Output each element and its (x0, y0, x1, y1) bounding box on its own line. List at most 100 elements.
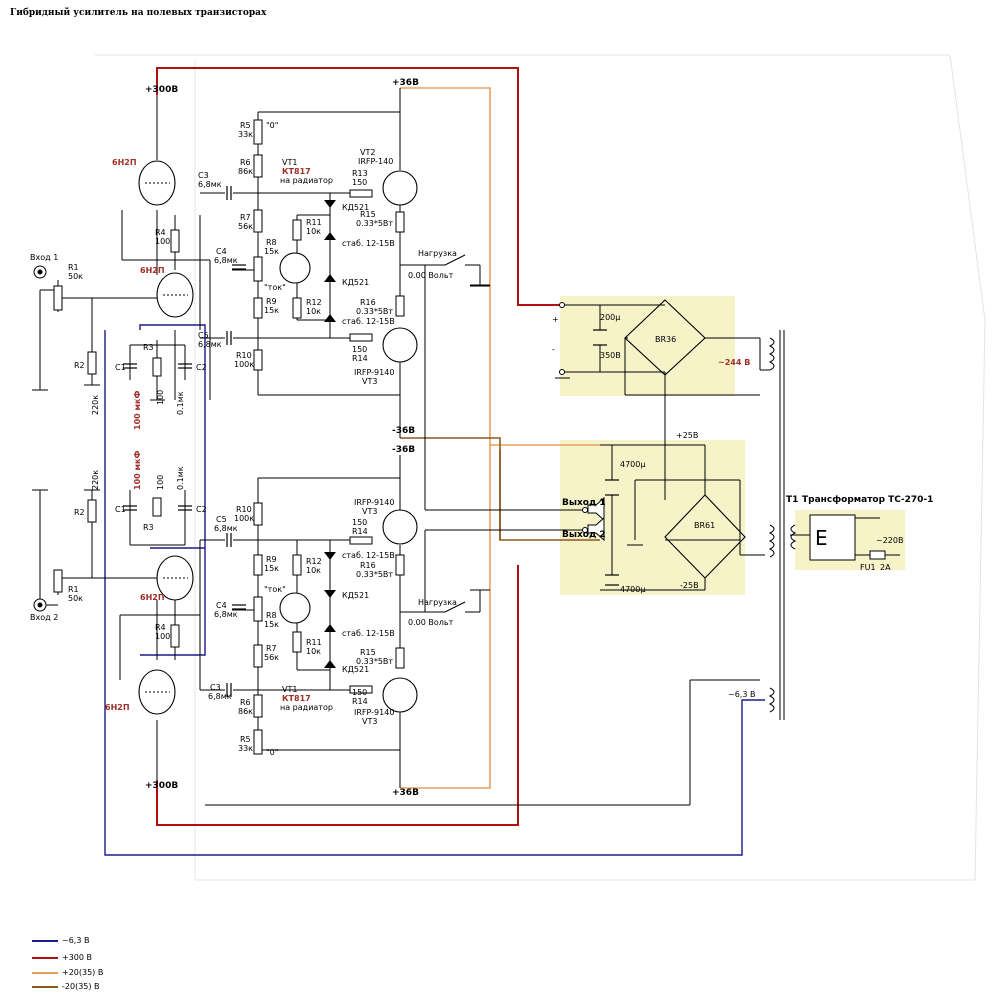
ch2-vt3b: VT3 (362, 717, 377, 726)
psu-t1: T1 (786, 495, 798, 505)
ch1-vt1n: на радиатор (280, 176, 333, 185)
ch1-r16v: 0.33*5Вт (356, 307, 393, 316)
ch1-c2: C2 (196, 363, 207, 372)
ch2-r3: R3 (143, 523, 154, 532)
ch1-r13: R13 (352, 169, 368, 178)
ch2-c5: C5 (216, 515, 227, 524)
ch2-r14b: R14 (352, 697, 368, 706)
ch1-r12v: 10к (306, 307, 321, 316)
ch2-d1: КД521 (342, 591, 369, 600)
ch1-c1: C1 (115, 363, 126, 372)
psu-br1: BR36 (655, 335, 676, 344)
ch1-c5: C5 (198, 331, 209, 340)
ch2-r11v: 10к (306, 647, 321, 656)
ch2-c2v: 0.1мк (176, 466, 185, 490)
ch2-r12v: 10к (306, 566, 321, 575)
psu-hv-highlight (560, 296, 735, 396)
ch1-r3v: 100 (156, 390, 165, 405)
ch2-zero: 0.00 Вольт (408, 618, 454, 627)
ch1-z1: стаб. 12-15В (342, 239, 395, 248)
legend-item: ~6,3 В (32, 936, 89, 945)
filament-rail (104, 324, 765, 856)
ch2-r5z: "0" (266, 748, 278, 757)
ch1-vt2: VT2 (360, 148, 375, 157)
legend-item: +20(35) В (32, 968, 103, 977)
psu-br2: BR61 (694, 521, 715, 530)
psu-out1: Выход 1 (562, 498, 606, 508)
ch1-c5v: 6,8мк (198, 340, 222, 349)
ch2-r3v: 100 (156, 475, 165, 490)
ch2-r9: R9 (266, 555, 277, 564)
psu-pos25: +25В (676, 431, 698, 440)
ch2-c4: C4 (216, 601, 227, 610)
neg-rail (400, 437, 600, 541)
ch2-c3: C3 (210, 683, 221, 692)
ch2-r8t: "ток" (264, 585, 286, 594)
ch2-r14: R14 (352, 527, 368, 536)
psu-minus: - (552, 345, 555, 354)
ch2-c2: C2 (196, 505, 207, 514)
psu-neg25: -25В (680, 581, 699, 590)
ch1-hv-label: +300В (145, 85, 178, 95)
ch1-r8: R8 (266, 238, 277, 247)
ch1-c3v: 6,8мк (198, 180, 222, 189)
ground-symbols (32, 285, 643, 591)
psu-wiring (205, 304, 900, 806)
ch1-vn-label: -36В (392, 426, 415, 436)
ch2-r16: R16 (360, 561, 376, 570)
ch2-r7v: 56к (264, 653, 279, 662)
ch2-load: Нагрузка (418, 598, 457, 607)
ch1-r10v: 100к (234, 360, 254, 369)
ch1-vt1: VT1 (282, 158, 297, 167)
ch2-z1: стаб. 12-15В (342, 551, 395, 560)
ch2-r14v: 150 (352, 518, 367, 527)
legend-item: -20(35) В (32, 982, 100, 991)
psu-out2: Выход 2 (562, 530, 606, 540)
psu-lv-highlight (560, 440, 745, 595)
ch1-r12: R12 (306, 298, 322, 307)
ch2-vt1n: на радиатор (280, 703, 333, 712)
psu-plus: + (552, 315, 559, 324)
ch2-d2: КД521 (342, 665, 369, 674)
legend-swatch-pos (32, 971, 58, 974)
ch2-vt1p: КТ817 (282, 694, 311, 703)
ch2-r5v: 33к (238, 744, 253, 753)
ch1-r11v: 10к (306, 227, 321, 236)
psu-cap-b: 4700µ (620, 585, 645, 594)
ch1-r5: R5 (240, 121, 251, 130)
ch2-r10v: 100к (234, 514, 254, 523)
ch2-r10: R10 (236, 505, 252, 514)
psu-cap-hv-v: 350В (600, 351, 621, 360)
ch1-d1: КД521 (342, 203, 369, 212)
speaker-symbols (587, 496, 605, 542)
psu-transformer: Трансформатор ТС-270-1 (802, 495, 933, 505)
ch1-r8t: "ток" (264, 283, 286, 292)
ch2-r1: R1 (68, 585, 79, 594)
ch2-r6: R6 (240, 698, 251, 707)
passive-components (53, 119, 886, 755)
ch2-r5: R5 (240, 735, 251, 744)
ch1-r13v: 150 (352, 178, 367, 187)
psu-fuse: FU1 (860, 563, 876, 572)
ch2-c4v: 6,8мк (214, 610, 238, 619)
ch2-tube2-label: 6Н2П (105, 703, 130, 712)
ch1-c4: C4 (216, 247, 227, 256)
psu-cap-a: 4700µ (620, 460, 645, 469)
tube-symbols (138, 160, 194, 715)
ch1-r7: R7 (240, 213, 251, 222)
psu-ac-hv: ~244 В (718, 358, 750, 367)
ch2-input-label: Вход 2 (30, 613, 58, 622)
terminal-dots (559, 302, 588, 533)
ch1-c2v: 0.1мк (176, 391, 185, 415)
ch2-r4: R4 (155, 623, 166, 632)
ch2-r11: R11 (306, 638, 322, 647)
ch2-r8v: 15к (264, 620, 279, 629)
page-title: Гибридный усилитель на полевых транзисто… (10, 8, 267, 18)
ch1-r15v: 0.33*5Вт (356, 219, 393, 228)
ch2-vt1: VT1 (282, 685, 297, 694)
ch1-r15: R15 (360, 210, 376, 219)
ch2-c1v: 100 мкФ (133, 451, 142, 490)
ch1-r5v: 33к (238, 130, 253, 139)
ch1-r9v: 15к (264, 306, 279, 315)
ch2-r15v: 0.33*5Вт (356, 657, 393, 666)
